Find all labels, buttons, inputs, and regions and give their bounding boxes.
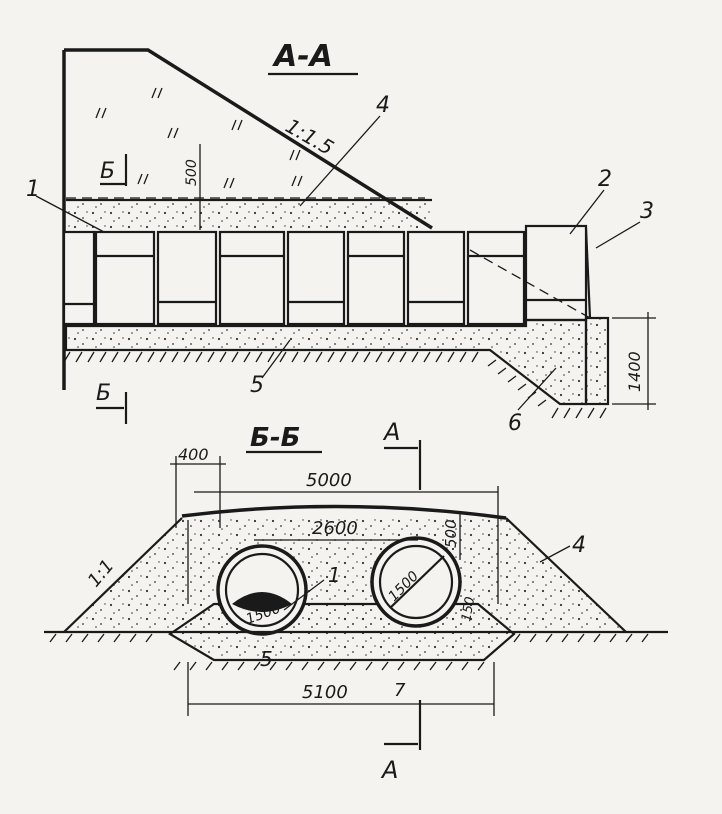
callouts-bb: 1 4 5 7 [260,533,586,701]
section-aa-title: А-А [272,39,333,74]
embankment-right-slope [505,517,627,633]
embankment-slope-line [64,48,433,230]
embankment-hatch [95,87,303,189]
svg-text:Б: Б [100,159,115,184]
pipe-right: 1500 150 [370,536,478,628]
callout-6-aa: 6 [508,411,522,436]
backfill-layer [66,202,432,230]
section-bb-title: Б-Б [250,423,300,453]
svg-text:А: А [382,418,400,446]
cut-mark-b-bottom: Б [96,381,128,424]
headwall [584,316,610,406]
section-bb: Б-Б А А 400 5000 [44,418,668,784]
cut-mark-a-bottom: А [380,700,422,784]
callout-1-aa: 1 [26,177,40,202]
pipe-wall-label: 150 [459,596,478,623]
callout-5-aa: 5 [250,373,264,398]
dim-5100: 5100 [302,682,348,703]
embankment-left-slope [63,517,183,633]
dim-500-bb: 500 [442,519,460,548]
callout-1-bb: 1 [328,563,341,587]
callout-3-aa: 3 [640,199,654,224]
ground-hatch-bb [49,633,649,671]
embankment-fill [64,518,626,632]
dim-500-aa: 500 [184,159,200,186]
pipe-left: 1500 [216,544,308,636]
dim-1400: 1400 [625,351,644,392]
cut-mark-a-top: А [382,418,422,490]
foundation-base [64,318,588,406]
callout-7-bb: 7 [394,680,406,701]
callout-5-bb: 5 [260,647,273,671]
portal-line [584,227,592,319]
pipe-sections [62,224,591,326]
cut-mark-b-top: Б [100,154,128,186]
dim-2600: 2600 [312,518,358,539]
callouts-aa: 1 2 3 4 5 6 [26,93,654,436]
dim-400: 400 [178,445,209,464]
svg-text:Б: Б [96,381,111,406]
callout-4-bb: 4 [572,533,586,558]
ground-hatch-aa [63,351,607,419]
svg-text:А: А [380,756,398,784]
section-aa: А-А [26,39,656,436]
pipe-slope-dashed [469,249,591,319]
callout-4-aa: 4 [376,93,390,118]
callout-2-aa: 2 [598,167,612,192]
backfill-top-arc [181,504,507,520]
dim-5000: 5000 [306,470,352,491]
